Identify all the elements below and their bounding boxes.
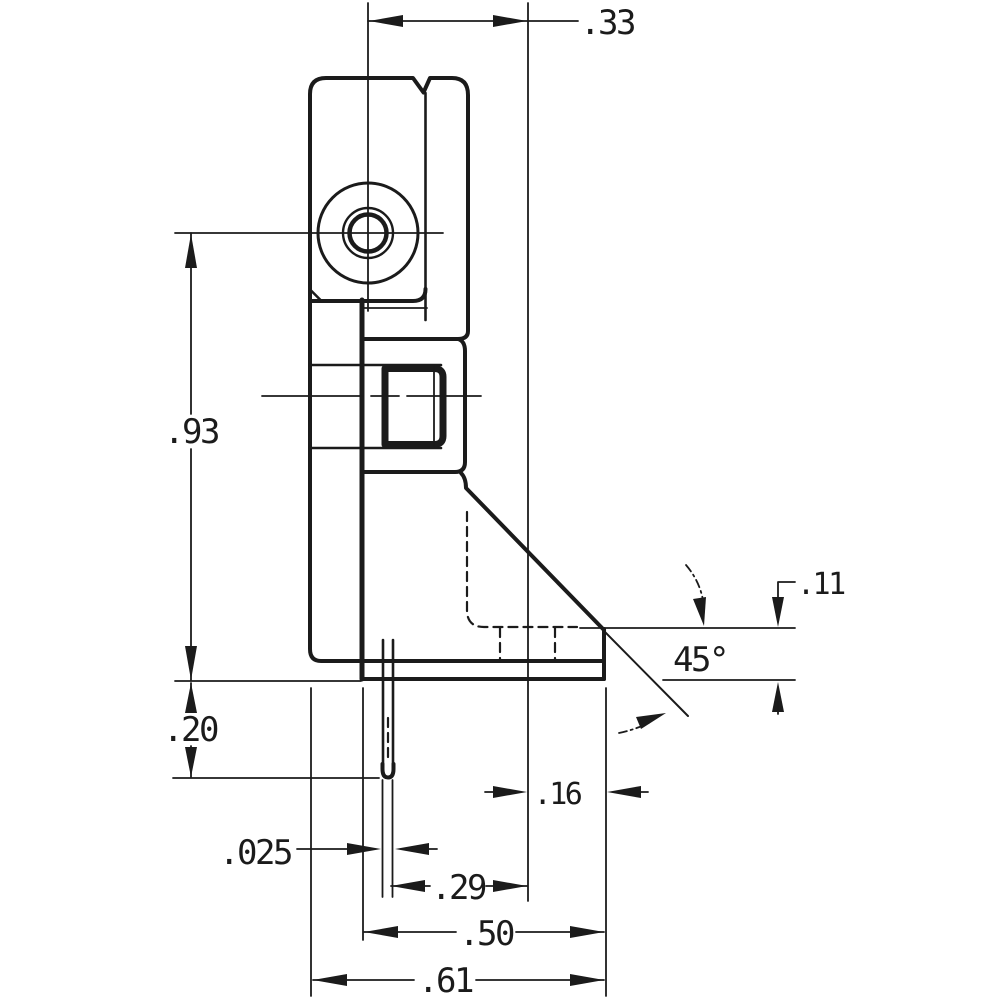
arrowhead-left: [369, 15, 403, 27]
arrowhead-left: [364, 926, 398, 938]
pin: [380, 638, 396, 780]
arrowhead-down: [772, 597, 784, 627]
arrowhead-left: [395, 843, 429, 855]
arrowhead-left: [391, 880, 425, 892]
hidden-pocket-edge: [465, 510, 579, 629]
dimension-16: .16: [484, 777, 649, 812]
arrowhead-down: [185, 646, 197, 680]
arrowhead-right: [570, 974, 604, 986]
arrowhead-up: [185, 234, 197, 268]
dim-label-93: .93: [164, 412, 218, 452]
arrowhead-left: [607, 786, 641, 798]
dim-label-20: .20: [163, 710, 218, 750]
dim-label-61: .61: [418, 961, 473, 1000]
dimension-50: .50: [362, 687, 605, 954]
jaw-notch: [360, 337, 467, 474]
dim-label-50: .50: [459, 914, 514, 954]
dimension-45deg: 45°: [604, 564, 729, 734]
arrowhead-right: [493, 15, 527, 27]
arrowhead-up: [185, 683, 197, 713]
pivot-block-corner-wedge: [309, 288, 324, 303]
arrowhead-right: [493, 786, 527, 798]
dim-label-33: .33: [580, 3, 634, 43]
dimension-11: .11: [579, 567, 848, 715]
arrowhead-right: [570, 926, 604, 938]
clamp-slot: [308, 363, 447, 450]
pin-tip: [380, 762, 396, 780]
arrowhead-arc-up: [636, 713, 666, 729]
arrowhead-right: [493, 880, 527, 892]
arrowhead-left: [313, 974, 347, 986]
arrowhead-right: [347, 843, 381, 855]
nut-outline: [381, 365, 447, 448]
dimension-33: .33: [367, 3, 636, 43]
arrowhead-up: [772, 682, 784, 712]
hidden-lines: [386, 510, 579, 764]
dim-label-16: .16: [534, 777, 582, 812]
part-outline: [308, 76, 606, 682]
sloped-face: [459, 471, 606, 632]
dimension-20: .20: [163, 682, 380, 779]
arrowhead-down: [185, 747, 197, 777]
dim-label-11: .11: [797, 567, 845, 602]
angle-extension-line: [604, 631, 689, 717]
arrowhead-arc-down: [693, 597, 706, 626]
centerlines: [174, 2, 529, 902]
dimension-61: .61: [310, 687, 607, 1000]
body-profile: [308, 76, 606, 663]
dimension-025: .025: [219, 779, 438, 898]
dim-label-025: .025: [219, 833, 291, 873]
dim-label-29: .29: [431, 868, 486, 908]
dimension-93: .93: [164, 232, 362, 682]
angle-arc-upper: [685, 564, 705, 611]
dimension-29: .29: [390, 868, 528, 908]
dim-label-45: 45°: [673, 640, 727, 680]
leader-elbow: [777, 581, 796, 601]
